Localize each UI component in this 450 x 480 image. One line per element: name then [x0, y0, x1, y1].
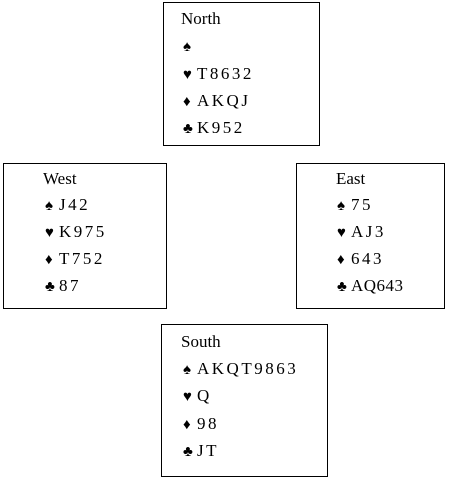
- east-hearts-row: ♥ AJ3: [337, 222, 386, 243]
- east-spades-row: ♠ 75: [337, 195, 373, 216]
- hand-west: West ♠ J42 ♥ K975 ♦ T752 ♣87: [3, 163, 167, 309]
- east-hearts-cards: AJ3: [351, 222, 386, 241]
- north-diamonds-cards: AKQJ: [197, 91, 251, 110]
- south-diamonds-cards: 98: [197, 414, 219, 433]
- spade-icon: ♠: [183, 39, 191, 55]
- west-hearts-row: ♥ K975: [45, 222, 107, 243]
- club-icon: ♣: [183, 121, 193, 137]
- east-spades-cards: 75: [351, 195, 373, 214]
- east-diamonds-row: ♦ 643: [337, 249, 384, 270]
- diamond-icon: ♦: [45, 252, 53, 268]
- north-hearts-row: ♥ T8632: [183, 64, 254, 85]
- seat-label-north: North: [181, 9, 221, 28]
- north-clubs-cards: K952: [197, 118, 245, 137]
- north-diamonds-row: ♦ AKQJ: [183, 91, 250, 112]
- hand-east: East ♠ 75 ♥ AJ3 ♦ 643 ♣AQ643: [296, 163, 445, 309]
- south-clubs-cards: JT: [197, 441, 219, 460]
- club-icon: ♣: [183, 444, 193, 460]
- west-clubs-row: ♣87: [45, 276, 81, 297]
- seat-label-west: West: [43, 169, 77, 188]
- west-clubs-cards: 87: [59, 276, 81, 295]
- spade-icon: ♠: [45, 198, 53, 214]
- heart-icon: ♥: [183, 67, 192, 83]
- east-clubs-row: ♣AQ643: [337, 276, 404, 297]
- seat-label-south: South: [181, 332, 221, 351]
- south-diamonds-row: ♦ 98: [183, 414, 219, 435]
- east-diamonds-cards: 643: [351, 249, 384, 268]
- west-spades-cards: J42: [59, 195, 91, 214]
- west-diamonds-cards: T752: [59, 249, 105, 268]
- west-diamonds-row: ♦ T752: [45, 249, 105, 270]
- club-icon: ♣: [45, 279, 55, 295]
- south-spades-cards: AKQT9863: [197, 359, 299, 378]
- north-clubs-row: ♣K952: [183, 118, 245, 139]
- east-clubs-cards: AQ643: [351, 276, 404, 295]
- heart-icon: ♥: [45, 225, 54, 241]
- seat-label-east: East: [336, 169, 366, 188]
- heart-icon: ♥: [337, 225, 346, 241]
- south-spades-row: ♠ AKQT9863: [183, 359, 298, 380]
- north-hearts-cards: T8632: [197, 64, 254, 83]
- west-spades-row: ♠ J42: [45, 195, 90, 216]
- south-hearts-cards: Q: [197, 386, 212, 405]
- hand-north: North ♠ ♥ T8632 ♦ AKQJ ♣K952: [163, 2, 320, 146]
- south-hearts-row: ♥Q: [183, 386, 212, 407]
- heart-icon: ♥: [183, 389, 192, 405]
- north-spades-row: ♠: [183, 36, 197, 57]
- spade-icon: ♠: [183, 362, 191, 378]
- diamond-icon: ♦: [183, 94, 191, 110]
- diamond-icon: ♦: [337, 252, 345, 268]
- south-clubs-row: ♣JT: [183, 441, 219, 462]
- club-icon: ♣: [337, 279, 347, 295]
- west-hearts-cards: K975: [59, 222, 107, 241]
- hand-south: South ♠AKQT9863 ♥Q ♦98 ♣JT: [161, 324, 328, 477]
- spade-icon: ♠: [337, 198, 345, 214]
- diamond-icon: ♦: [183, 417, 191, 433]
